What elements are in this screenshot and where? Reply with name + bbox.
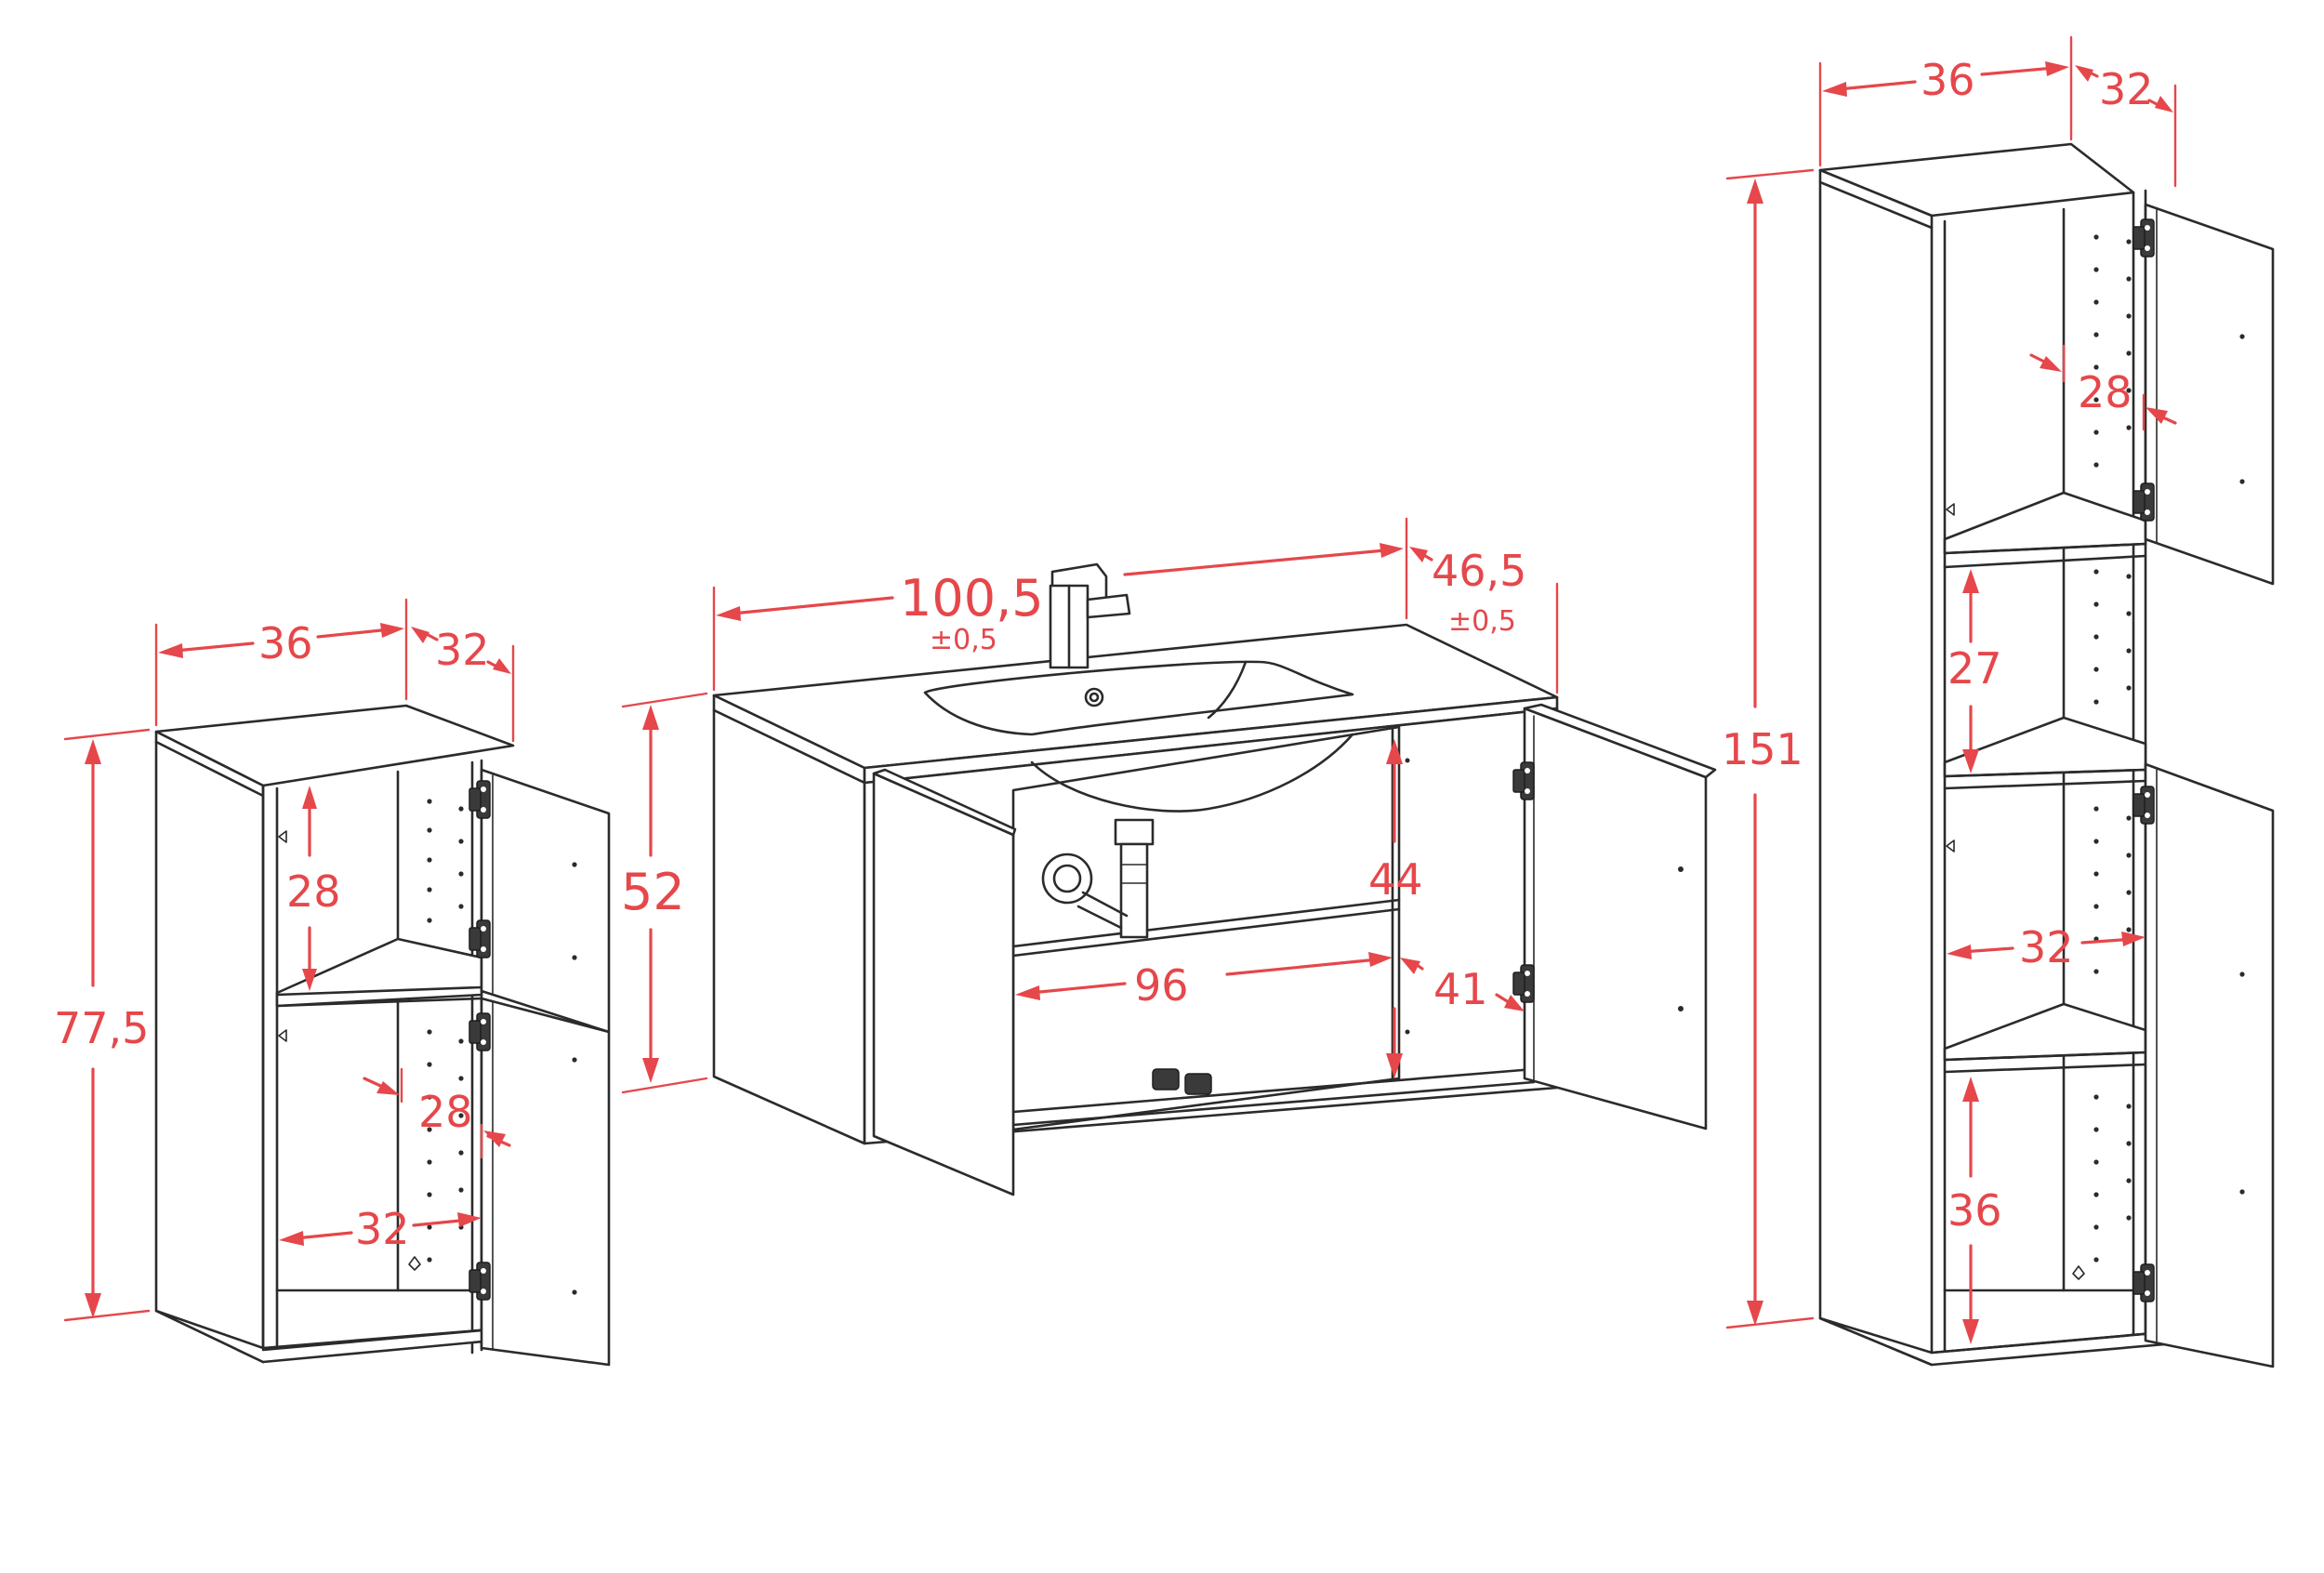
left-cabinet-width-label: 36 <box>258 618 313 668</box>
left-cabinet-inner-width-label: 32 <box>355 1204 410 1254</box>
left-cabinet <box>154 704 611 1367</box>
dimension-lines <box>63 35 2177 1344</box>
left-cabinet-height-label: 77,5 <box>54 1003 149 1053</box>
tall-cabinet-width-label: 36 <box>1921 55 1975 105</box>
vanity-inner-height-label: 44 <box>1368 854 1423 905</box>
left-cabinet-upper-height-label: 28 <box>286 866 341 917</box>
tall-cabinet-middle-height-label: 27 <box>1948 643 2002 694</box>
vanity-depth-label: 46,5 <box>1432 546 1526 596</box>
vanity-depth-tolerance-label: ±0,5 <box>1448 605 1516 638</box>
tall-cabinet <box>1818 142 2275 1368</box>
tall-cabinet-bottom-height-label: 36 <box>1948 1185 2002 1236</box>
dimension-labels: 36 32 77,5 28 28 32 100,5 ±0,5 46,5 ±0,5… <box>54 55 2154 1254</box>
vanity-width-label: 100,5 <box>900 569 1044 628</box>
vanity-inner-depth-label: 41 <box>1433 964 1488 1014</box>
vanity-inner-width-label: 96 <box>1134 960 1189 1011</box>
vanity-height-label: 52 <box>621 863 685 921</box>
tall-cabinet-inner-width-label: 32 <box>2019 922 2074 972</box>
tall-cabinet-height-label: 151 <box>1722 724 1803 774</box>
tall-cabinet-top-depth-label: 28 <box>2078 367 2133 417</box>
adjuster-icon <box>1152 1068 1212 1095</box>
faucet-icon <box>1049 562 1131 669</box>
vanity-width-tolerance-label: ±0,5 <box>930 624 997 656</box>
siphon-icon <box>1030 733 1354 939</box>
left-cabinet-depth-label: 32 <box>435 625 490 675</box>
vanity-unit <box>712 562 1717 1196</box>
left-cabinet-inner-depth-label: 28 <box>418 1087 473 1137</box>
tall-cabinet-depth-label: 32 <box>2099 64 2154 114</box>
